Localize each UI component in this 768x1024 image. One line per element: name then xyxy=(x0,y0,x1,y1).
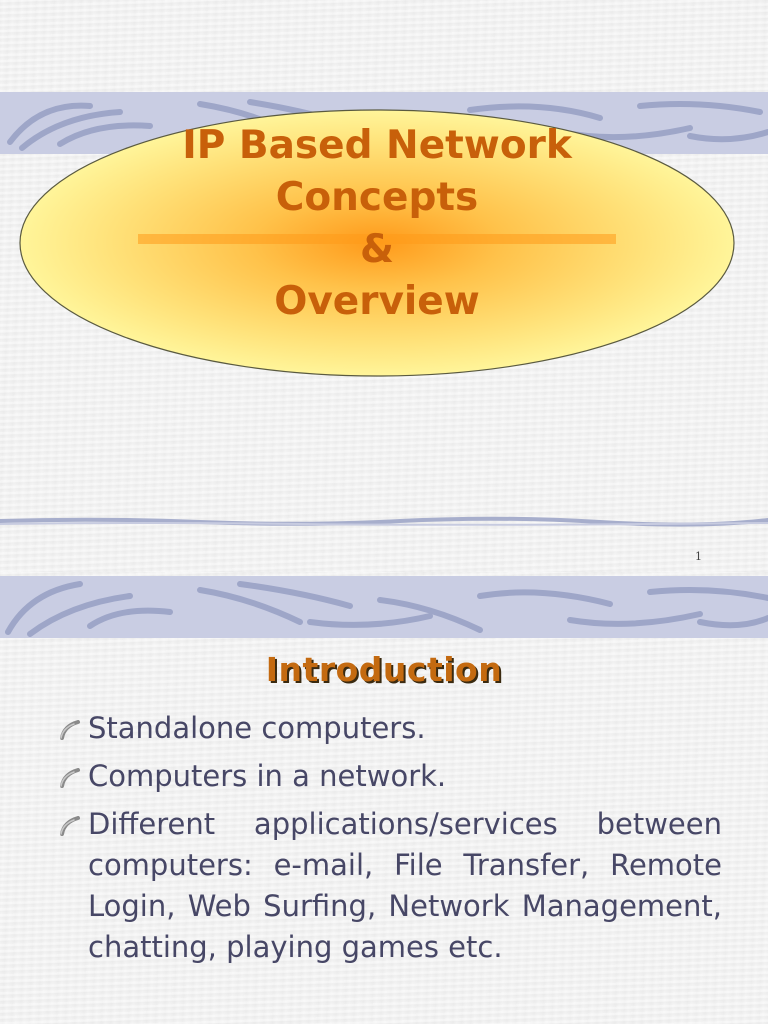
bullet-text: Computers in a network. xyxy=(88,759,447,793)
slide-heading: Introduction xyxy=(265,650,503,689)
title-line: Overview xyxy=(274,279,480,324)
bullet-list: Standalone computers. Computers in a net… xyxy=(58,708,722,975)
list-item: Different applications/services between … xyxy=(58,804,722,968)
list-item: Computers in a network. xyxy=(58,756,722,797)
top-decorative-band xyxy=(0,576,768,638)
introduction-slide: Introduction Standalone computers. Compu… xyxy=(0,572,768,1024)
title-ellipse xyxy=(19,109,735,377)
title-slide: IP Based Network Concepts & Overview 1 xyxy=(0,0,768,572)
curved-stroke-bullet-icon xyxy=(60,816,80,836)
bottom-divider-line xyxy=(0,516,768,527)
bullet-text: Standalone computers. xyxy=(88,711,426,745)
page-number: 1 xyxy=(695,550,702,563)
title-line: & xyxy=(359,227,394,272)
title-line: Concepts xyxy=(275,175,479,220)
curved-stroke-bullet-icon xyxy=(60,768,80,788)
title-line: IP Based Network xyxy=(182,123,572,168)
slide-title: IP Based Network Concepts & Overview xyxy=(18,120,736,328)
list-item: Standalone computers. xyxy=(58,708,722,749)
curved-stroke-bullet-icon xyxy=(60,720,80,740)
bullet-text: Different applications/services between … xyxy=(88,807,722,964)
